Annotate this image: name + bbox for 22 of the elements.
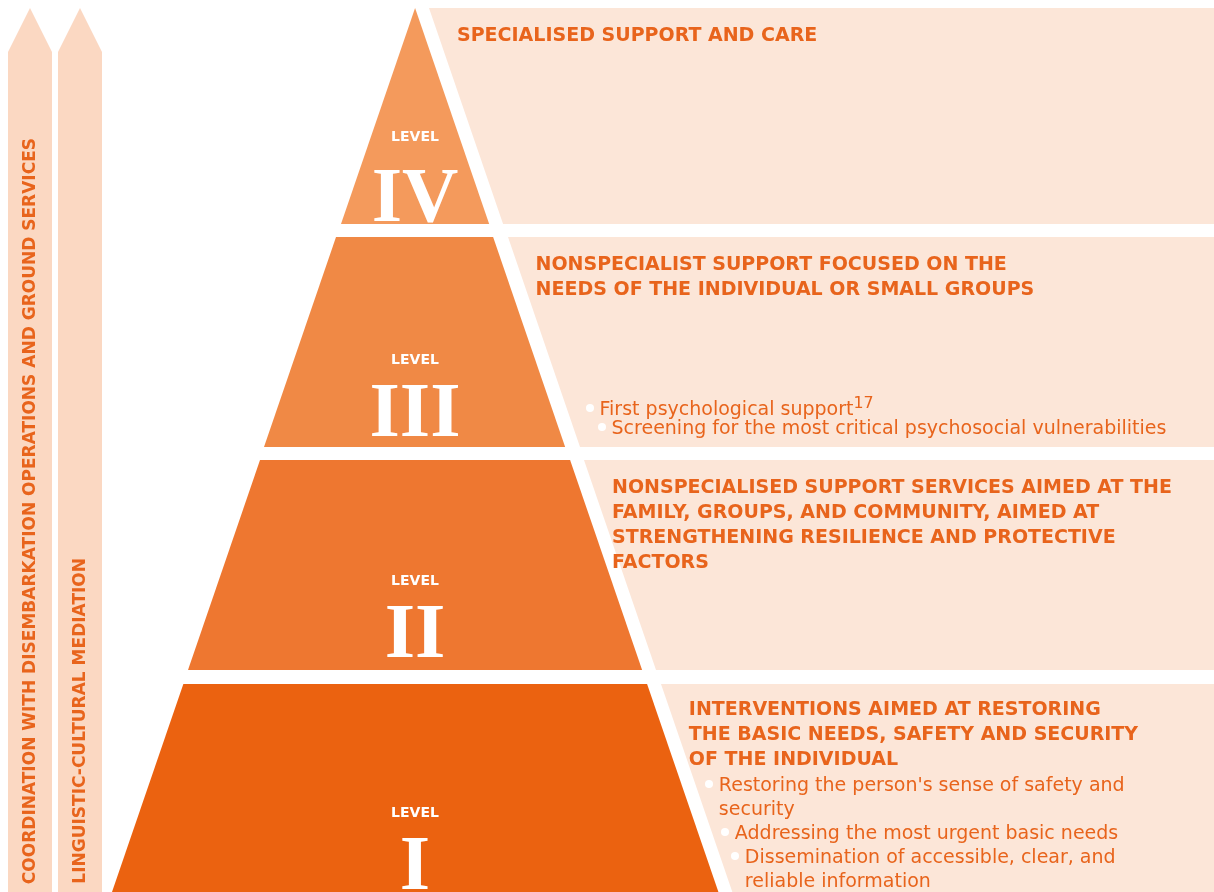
level-numeral: I [398,824,432,892]
level-label: LEVEL [390,128,440,144]
level-label: LEVEL [390,572,440,588]
bullet-item: Restoring the person's sense of safety and security [704,772,1159,820]
vertical-label: LINGUISTIC-CULTURAL MEDIATION [69,558,89,884]
level-label: LEVEL [390,351,440,367]
vertical-arrow-band [8,8,52,892]
band-heading: SPECIALISED SUPPORT AND CARE [457,22,818,47]
description-band [584,460,1214,670]
level-numeral: IV [370,156,460,234]
band-heading: NONSPECIALIST SUPPORT FOCUSED ON THE NEEDS OF THE INDIVIDUAL OR SMALL GROUPS [535,251,1036,301]
level-label: LEVEL [390,804,440,820]
description-band [507,237,1214,447]
band-heading: NONSPECIALISED SUPPORT SERVICES AIMED AT THE FAMILY, GROUPS, AND COMMUNITY, AIMED AT STRENGTHENING RESILIENCE AND PROTECTIVE FACTORS [612,474,1173,574]
vertical-arrow-band [58,8,102,892]
vertical-label: COORDINATION WITH DISEMBARKATION OPERATIONS AND GROUND SERVICES [19,137,39,884]
level-numeral: III [368,371,462,449]
bullet-item: Addressing the most urgent basic needs [720,820,1175,844]
level-numeral: II [383,592,447,670]
description-band [660,684,1214,892]
bullet-item: Dissemination of accessible, clear, and reliable information [730,844,1185,892]
band-heading: INTERVENTIONS AIMED AT RESTORING THE BASIC NEEDS, SAFETY AND SECURITY OF THE INDIVIDUAL [688,696,1140,771]
